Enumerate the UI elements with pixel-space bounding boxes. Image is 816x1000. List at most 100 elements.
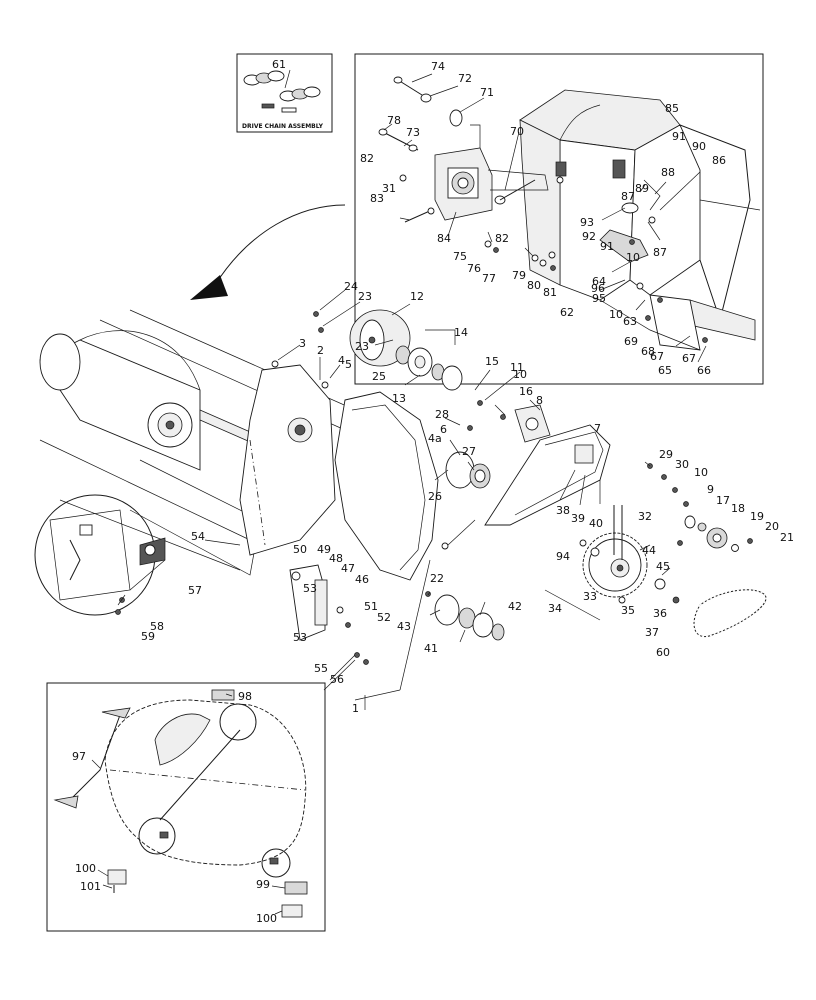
frame-structure	[519, 89, 761, 351]
drive-chain	[693, 589, 767, 638]
shield-inset-border	[46, 682, 326, 932]
callout-88: 88	[661, 166, 675, 179]
bearing-plate	[514, 404, 551, 443]
callout-25: 25	[372, 370, 386, 383]
callout-61: 61	[272, 58, 286, 71]
callout-27: 27	[462, 445, 476, 458]
callout-4a: 4a	[428, 432, 442, 445]
callout-21: 21	[780, 531, 794, 544]
callout-91-lower: 91	[600, 240, 614, 253]
callout-45: 45	[656, 560, 670, 573]
brace-rod	[53, 707, 241, 821]
callout-41: 41	[424, 642, 438, 655]
callout-95: 95	[592, 292, 606, 305]
callout-82-center: 82	[495, 232, 509, 245]
callout-84: 84	[437, 232, 451, 245]
callout-98: 98	[238, 690, 252, 703]
callout-34: 34	[548, 602, 562, 615]
bearing-stack	[395, 345, 463, 391]
callout-7: 7	[594, 422, 601, 435]
callout-23-top: 23	[358, 290, 372, 303]
callout-59: 59	[141, 630, 155, 643]
callout-10-arm: 10	[694, 466, 708, 479]
callout-56: 56	[330, 673, 344, 686]
callout-72: 72	[458, 72, 472, 85]
callout-23-mid: 23	[355, 340, 369, 353]
callout-26: 26	[428, 490, 442, 503]
callout-94: 94	[556, 550, 570, 563]
callout-2: 2	[317, 344, 324, 357]
callout-87-left: 87	[621, 190, 635, 203]
callout-58: 58	[150, 620, 164, 633]
callout-48: 48	[329, 552, 343, 565]
callout-11: 11	[510, 361, 524, 374]
callout-1: 1	[352, 702, 359, 715]
sprocket	[582, 532, 648, 598]
callout-22: 22	[430, 572, 444, 585]
callout-3: 3	[299, 337, 306, 350]
callout-77: 77	[482, 272, 496, 285]
callout-20: 20	[765, 520, 779, 533]
tensioner-bracket	[289, 564, 328, 641]
callout-71: 71	[480, 86, 494, 99]
callout-66: 66	[697, 364, 711, 377]
callout-6: 6	[440, 423, 447, 436]
frame-detail-inset	[354, 53, 764, 385]
callout-29: 29	[659, 448, 673, 461]
callout-31: 31	[382, 182, 396, 195]
callout-17: 17	[716, 494, 730, 507]
callout-80: 80	[527, 279, 541, 292]
callout-92: 92	[582, 230, 596, 243]
drive-chain-assembly-label: DRIVE CHAIN ASSEMBLY	[242, 123, 324, 130]
callout-46: 46	[355, 573, 369, 586]
callout-44: 44	[642, 544, 656, 557]
callout-81: 81	[543, 286, 557, 299]
callout-67-right: 67	[682, 352, 696, 365]
callout-82-left: 82	[360, 152, 374, 165]
callout-54: 54	[191, 530, 205, 543]
callout-42: 42	[508, 600, 522, 613]
callout-51: 51	[364, 600, 378, 613]
callout-16: 16	[519, 385, 533, 398]
callout-8: 8	[536, 394, 543, 407]
main-bolts	[115, 311, 753, 665]
chain-links-icon	[243, 69, 321, 113]
callout-75: 75	[453, 250, 467, 263]
callout-52: 52	[377, 611, 391, 624]
callout-73: 73	[406, 126, 420, 139]
callout-53-upper: 53	[303, 582, 317, 595]
callout-5: 5	[345, 358, 352, 371]
callout-38: 38	[556, 504, 570, 517]
callout-39: 39	[571, 512, 585, 525]
callout-78: 78	[387, 114, 401, 127]
callout-96: 96	[591, 282, 605, 295]
drive-shaft	[459, 389, 521, 416]
callout-55: 55	[314, 662, 328, 675]
callout-57: 57	[188, 584, 202, 597]
drive-arm	[484, 424, 611, 526]
callout-83: 83	[370, 192, 384, 205]
callout-35: 35	[621, 604, 635, 617]
chain-tensioner-detail	[34, 494, 156, 616]
callout-labels: 1 2 3 4 4a 5 6 7 8 9 10 10 10 10 11 12 1…	[72, 58, 794, 925]
callout-28: 28	[435, 408, 449, 421]
callout-74: 74	[431, 60, 445, 73]
shield-detail-inset	[46, 682, 326, 932]
callout-89: 89	[635, 182, 649, 195]
idler-spring	[139, 537, 166, 566]
callout-67-left: 67	[650, 350, 664, 363]
drive-chain-assembly-inset: DRIVE CHAIN ASSEMBLY	[236, 53, 333, 133]
callout-30: 30	[675, 458, 689, 471]
callout-70: 70	[510, 125, 524, 138]
callout-36: 36	[653, 607, 667, 620]
chain-inset-border	[236, 53, 333, 133]
callout-13: 13	[392, 392, 406, 405]
callout-49: 49	[317, 543, 331, 556]
callout-14: 14	[454, 326, 468, 339]
inset-frame-border	[354, 53, 764, 385]
callout-64: 64	[592, 275, 606, 288]
inset-leaders	[383, 73, 707, 363]
main-assembly	[34, 289, 767, 710]
callout-9: 9	[707, 483, 714, 496]
